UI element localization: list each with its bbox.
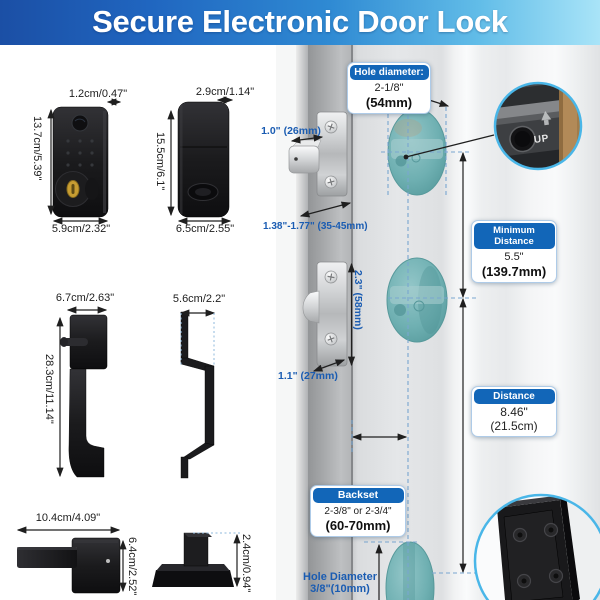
interior-lock-bottom-width-label: 6.5cm/2.55": [175, 223, 235, 235]
handle-side-depth-label: 5.6cm/2.2": [172, 293, 226, 305]
interior-lock-image: [177, 101, 230, 218]
backset-mm: (60-70mm): [325, 517, 391, 533]
minimum-distance-inches: 5.5": [504, 250, 524, 263]
interior-lock-height-label: 15.5cm/6.1": [154, 132, 166, 191]
hole-diameter-mm: (54mm): [365, 94, 413, 110]
dimension-lines: [16, 96, 495, 600]
lever-front-image: [17, 537, 121, 594]
interior-lock-width-label: 2.9cm/1.14": [195, 86, 255, 98]
handle-front-height-label: 28.3cm/11.14": [43, 354, 55, 424]
backset-inches: 2-3/8" or 2-3/4": [324, 505, 392, 517]
lever-front-width-label: 10.4cm/4.09": [35, 512, 101, 524]
distance-callout: Distance 8.46" (21.5cm): [471, 386, 557, 437]
backset-callout: Backset 2-3/8" or 2-3/4" (60-70mm): [310, 485, 406, 537]
handle-side-image: [180, 311, 215, 479]
handle-front-width-label: 6.7cm/2.63": [55, 292, 115, 304]
up-marking-label: UP: [533, 133, 550, 146]
minimum-distance-callout: Minimum Distance 5.5" (139.7mm): [471, 220, 557, 283]
distance-inches: 8.46": [500, 404, 528, 419]
faceplate-height-label: 2.3" (58mm): [352, 270, 364, 330]
bottom-hole-line2: 3/8"(10mm): [310, 582, 370, 595]
backset-title: Backset: [312, 487, 404, 503]
hole-diameter-callout: Hole diameter: 2-1/8" (54mm): [347, 62, 431, 114]
spring-latch-image: [302, 261, 348, 367]
door-thickness-label: 1.38"-1.77" (35-45mm): [263, 221, 368, 232]
exterior-lock-image: [52, 106, 109, 218]
banner-title: Secure Electronic Door Lock: [92, 4, 508, 39]
minimum-distance-title: Minimum Distance: [473, 222, 555, 249]
latch-protrusion-label: 1.0" (26mm): [261, 125, 321, 137]
minimum-distance-mm: (139.7mm): [481, 263, 547, 279]
bottom-hole-line1: Hole Diameter: [303, 571, 377, 583]
handle-front-image: [60, 314, 108, 478]
exterior-lock-height-label: 13.7cm/5.39": [31, 116, 43, 181]
hole-marker-bottom: [385, 541, 435, 600]
distance-cm: (21.5cm): [490, 418, 538, 433]
distance-title: Distance: [473, 388, 555, 404]
exterior-lock-bottom-width-label: 5.9cm/2.32": [51, 223, 111, 235]
hole-marker-top: [387, 108, 447, 196]
hole-diameter-inches: 2-1/8": [374, 81, 404, 94]
exterior-lock-width-label: 1.2cm/0.47": [68, 88, 128, 100]
lever-side-height-label: 2.4cm/0.94": [240, 534, 252, 593]
mounting-plate-photo-inset: [473, 493, 600, 600]
up-arrow-icon: [541, 111, 552, 121]
hole-diameter-title: Hole diameter:: [349, 64, 429, 80]
faceplate-width-label: 1.1" (27mm): [278, 370, 338, 382]
bottom-hole-diameter-label: Hole Diameter 3/8"(10mm): [296, 571, 384, 595]
banner: Secure Electronic Door Lock: [0, 0, 600, 45]
lever-front-height-label: 6.4cm/2.52": [126, 537, 138, 596]
lever-side-image: [152, 532, 234, 587]
deadbolt-latch-image: [288, 111, 348, 197]
hole-marker-middle: [386, 257, 448, 343]
